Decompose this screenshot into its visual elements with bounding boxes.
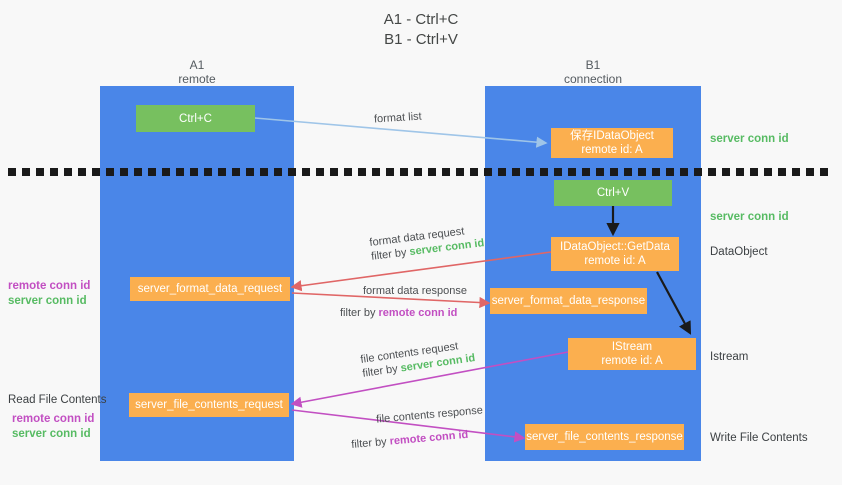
lane-header-b1: B1 connection <box>485 58 701 86</box>
annotation-server-conn-id-top: server conn id <box>710 132 789 147</box>
node-save-idataobject-sub: remote id: A <box>581 144 643 156</box>
edge-format-data-response-filter: filter by remote conn id <box>340 306 467 320</box>
annotation-text: server conn id <box>710 211 789 223</box>
arrow-format-data-response <box>291 292 491 309</box>
filter-value-remote-conn-id: remote conn id <box>378 307 458 319</box>
annotation-text: server conn id <box>710 133 789 145</box>
node-server-file-contents-request-label: server_file_contents_request <box>135 399 283 411</box>
annotation-text: Istream <box>710 351 749 363</box>
node-save-idataobject-label: 保存IDataObject <box>570 130 654 142</box>
node-server-format-data-response[interactable]: server_format_data_response <box>490 288 647 314</box>
phase-divider <box>8 168 834 176</box>
node-getdata-label: IDataObject::GetData <box>560 241 670 253</box>
lane-b1-role: connection <box>563 72 623 86</box>
annotation-remote-conn-id-lower: remote conn id <box>12 412 94 427</box>
node-server-format-data-request-label: server_format_data_request <box>137 283 283 295</box>
arrow-format-data-request <box>290 251 552 292</box>
node-server-file-contents-request[interactable]: server_file_contents_request <box>129 393 289 417</box>
node-istream-label: IStream <box>611 341 653 353</box>
title-line-2: B1 - Ctrl+V <box>384 31 458 48</box>
filter-prefix: filter by <box>350 435 391 451</box>
title-line-1: A1 - Ctrl+C <box>383 11 459 28</box>
edge-label-format-list-text: format list <box>373 110 423 126</box>
annotation-text: server conn id <box>12 428 91 440</box>
node-ctrl-c[interactable]: Ctrl+C <box>136 105 255 132</box>
edge-label-format-data-response: format data response filter by remote co… <box>340 284 467 320</box>
diagram-title: A1 - Ctrl+C B1 - Ctrl+V <box>0 10 842 50</box>
annotation-text: Read File Contents <box>8 394 107 406</box>
node-ctrl-v-label: Ctrl+V <box>596 187 630 199</box>
node-server-file-contents-response[interactable]: server_file_contents_response <box>525 424 684 450</box>
annotation-server-conn-id-lower: server conn id <box>12 427 91 442</box>
annotation-dataobject: DataObject <box>710 245 768 260</box>
node-server-file-contents-response-label: server_file_contents_response <box>526 431 683 443</box>
annotation-text: DataObject <box>710 246 768 258</box>
annotation-remote-conn-id-upper: remote conn id <box>8 279 90 294</box>
node-getdata[interactable]: IDataObject::GetData remote id: A <box>551 237 679 271</box>
lane-a1-role: remote <box>178 72 216 86</box>
node-save-idataobject[interactable]: 保存IDataObject remote id: A <box>551 128 673 158</box>
node-server-format-data-response-label: server_format_data_response <box>491 295 646 307</box>
lane-header-a1: A1 remote <box>100 58 294 86</box>
annotation-text: Write File Contents <box>710 432 808 444</box>
annotation-text: server conn id <box>8 295 87 307</box>
node-getdata-sub: remote id: A <box>584 255 646 267</box>
node-istream-sub: remote id: A <box>601 355 663 367</box>
annotation-text: remote conn id <box>8 280 91 292</box>
arrow-file-contents-response <box>291 409 526 443</box>
arrow-file-contents-request <box>290 351 569 408</box>
annotation-read-file-contents: Read File Contents <box>8 393 106 408</box>
lane-a1-name: A1 <box>189 58 205 72</box>
annotation-server-conn-id-upper: server conn id <box>8 294 87 309</box>
filter-prefix: filter by <box>340 307 379 319</box>
annotation-write-file-contents: Write File Contents <box>710 431 808 446</box>
annotation-istream: Istream <box>710 350 748 365</box>
lane-b1-name: B1 <box>585 58 601 72</box>
arrow-format-list <box>254 117 548 148</box>
annotation-text: remote conn id <box>12 413 95 425</box>
edge-label-format-list: format list <box>374 110 422 127</box>
node-ctrl-v[interactable]: Ctrl+V <box>554 180 672 206</box>
node-istream[interactable]: IStream remote id: A <box>568 338 696 370</box>
annotation-server-conn-id-mid: server conn id <box>710 210 789 225</box>
arrow-getdata-to-istream <box>656 271 692 335</box>
node-ctrl-c-label: Ctrl+C <box>179 112 212 125</box>
node-server-format-data-request[interactable]: server_format_data_request <box>130 277 290 301</box>
edge-format-data-response-title: format data response <box>363 285 467 297</box>
